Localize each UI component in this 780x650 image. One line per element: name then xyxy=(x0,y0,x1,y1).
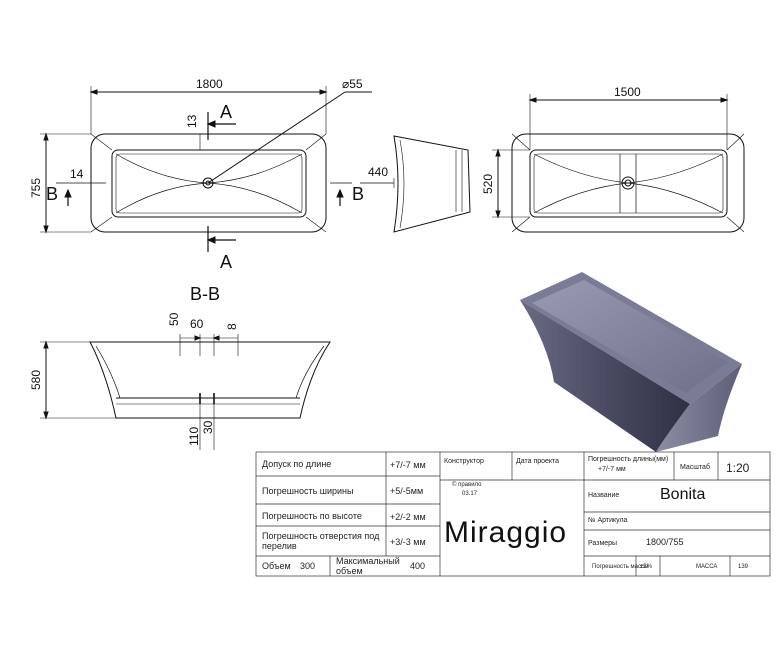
drain-hole xyxy=(202,177,214,189)
tol-width-label: Погрешность ширины xyxy=(262,486,354,496)
offset-14-dim: 14 xyxy=(70,167,84,181)
top-view xyxy=(40,86,372,252)
title-block-grid xyxy=(255,451,771,577)
section-bb xyxy=(40,334,331,450)
tol-overflow-label: Погрешность отверстия под перелив xyxy=(262,531,380,551)
section-bb-title: B-B xyxy=(190,284,220,304)
dim-30: 30 xyxy=(201,420,215,434)
dim-580: 580 xyxy=(29,370,43,390)
article-label: № Артикула xyxy=(588,517,628,524)
tol-length-label: Допуск по длине xyxy=(262,459,332,469)
scale-label: Масштаб xyxy=(680,464,710,471)
inner-width-dim: 520 xyxy=(481,174,495,194)
inner-view xyxy=(492,94,745,233)
name-label: Название xyxy=(588,492,620,499)
tol-height-label: Погрешность по высоте xyxy=(262,511,362,521)
tol-width-value: +5/-5мм xyxy=(390,486,424,496)
dim-110: 110 xyxy=(187,427,201,446)
section-b-left-label: B xyxy=(46,184,58,204)
date-label: Дата проекта xyxy=(516,458,560,465)
offset-13-dim: 13 xyxy=(185,114,199,128)
volume-label: Объем xyxy=(262,561,291,571)
mass-tol-value: ±3% xyxy=(640,564,652,570)
brand-logo: Miraggio xyxy=(444,516,568,549)
mass-tol-label: Погрешность массы xyxy=(592,564,649,570)
section-a-top-label: A xyxy=(220,102,232,122)
tol-length-value: +7/-7 мм xyxy=(390,460,426,470)
tol-overflow-value: +3/-3 мм xyxy=(390,537,426,547)
scale-value: 1:20 xyxy=(726,461,750,475)
section-a-bottom-label: A xyxy=(220,252,232,272)
length-tol-label: Погрешность длины(мм) xyxy=(588,456,669,463)
tub-inner-outline xyxy=(111,149,307,218)
side-outline xyxy=(393,135,471,233)
size-label: Размеры xyxy=(588,540,618,547)
dim-50: 50 xyxy=(167,312,181,326)
length-tol-value: +7/-7 мм xyxy=(598,466,626,473)
top-width-dim: 755 xyxy=(29,178,43,198)
mass-value: 139 xyxy=(738,564,749,570)
max-volume-value: 400 xyxy=(410,561,426,571)
model-name: Bonita xyxy=(660,486,706,503)
top-length-dim: 1800 xyxy=(196,77,223,91)
section-b-right-label: B xyxy=(352,184,364,204)
mass-label: МАССА xyxy=(696,564,718,570)
section-outline xyxy=(89,341,331,419)
side-view xyxy=(360,135,471,233)
inner-length-dim: 1500 xyxy=(614,85,641,99)
size-value: 1800/755 xyxy=(646,537,684,547)
rights-label: © правило xyxy=(452,482,482,488)
hole-diameter-dim: ⌀55 xyxy=(342,77,363,91)
tol-height-value: +2/-2 мм xyxy=(390,512,426,522)
max-volume-label: Максимальный объем xyxy=(336,556,400,576)
rights-value: 03.17 xyxy=(462,491,478,497)
dim-8: 8 xyxy=(225,323,239,330)
side-height-dim: 440 xyxy=(368,165,388,179)
designer-label: Конструктор xyxy=(444,458,484,465)
tub-3d-render xyxy=(520,272,742,452)
volume-value: 300 xyxy=(300,561,316,571)
dim-60: 60 xyxy=(190,317,204,331)
